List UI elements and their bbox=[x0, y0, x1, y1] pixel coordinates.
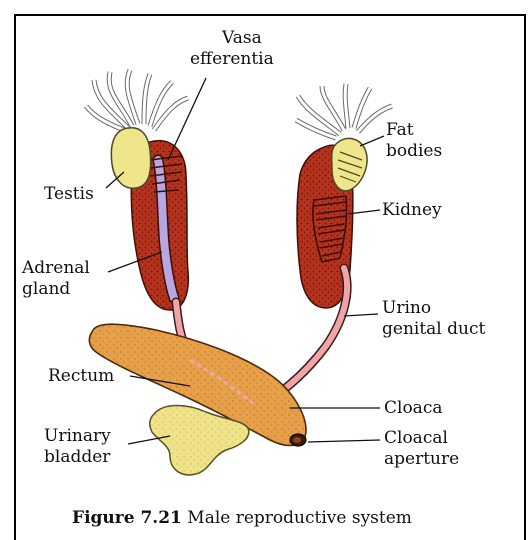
label-vasa-efferentia: Vasa efferentia bbox=[190, 28, 274, 70]
label-kidney: Kidney bbox=[382, 200, 442, 221]
label-fat-line1: Fat bbox=[386, 120, 442, 141]
label-testis: Testis bbox=[44, 184, 94, 205]
label-urino-genital-duct: Urino genital duct bbox=[382, 298, 485, 340]
leader-fat-bodies bbox=[360, 136, 384, 146]
label-urinary-line2: bladder bbox=[44, 447, 111, 468]
fat-body-tendrils-right bbox=[296, 84, 392, 138]
figure-caption: Figure 7.21 Male reproductive system bbox=[72, 508, 412, 528]
figure-caption-text: Male reproductive system bbox=[187, 508, 412, 528]
label-cloacal-line1: Cloacal bbox=[384, 428, 459, 449]
label-adrenal-line2: gland bbox=[22, 279, 90, 300]
leader-vasa-efferentia bbox=[168, 78, 206, 160]
leader-cloacal-aperture bbox=[308, 440, 380, 442]
label-fat-bodies: Fat bodies bbox=[386, 120, 442, 162]
label-cloaca: Cloaca bbox=[384, 398, 442, 419]
label-vasa-line2: efferentia bbox=[190, 49, 274, 70]
label-cloacal-aperture: Cloacal aperture bbox=[384, 428, 459, 470]
label-vasa-line1: Vasa bbox=[190, 28, 274, 49]
label-cloacal-line2: aperture bbox=[384, 449, 459, 470]
label-adrenal-line1: Adrenal bbox=[22, 258, 90, 279]
label-rectum: Rectum bbox=[48, 366, 114, 387]
fat-body-tendrils-left bbox=[86, 70, 188, 130]
label-fat-line2: bodies bbox=[386, 141, 442, 162]
figure-number: Figure 7.21 bbox=[72, 508, 182, 528]
right-testis bbox=[332, 138, 367, 190]
left-testis bbox=[111, 128, 150, 189]
label-urinary-line1: Urinary bbox=[44, 426, 111, 447]
label-urino-line1: Urino bbox=[382, 298, 485, 319]
leader-urino-genital-duct bbox=[344, 314, 378, 316]
label-urinary-bladder: Urinary bladder bbox=[44, 426, 111, 468]
label-urino-line2: genital duct bbox=[382, 319, 485, 340]
label-adrenal-gland: Adrenal gland bbox=[22, 258, 90, 300]
